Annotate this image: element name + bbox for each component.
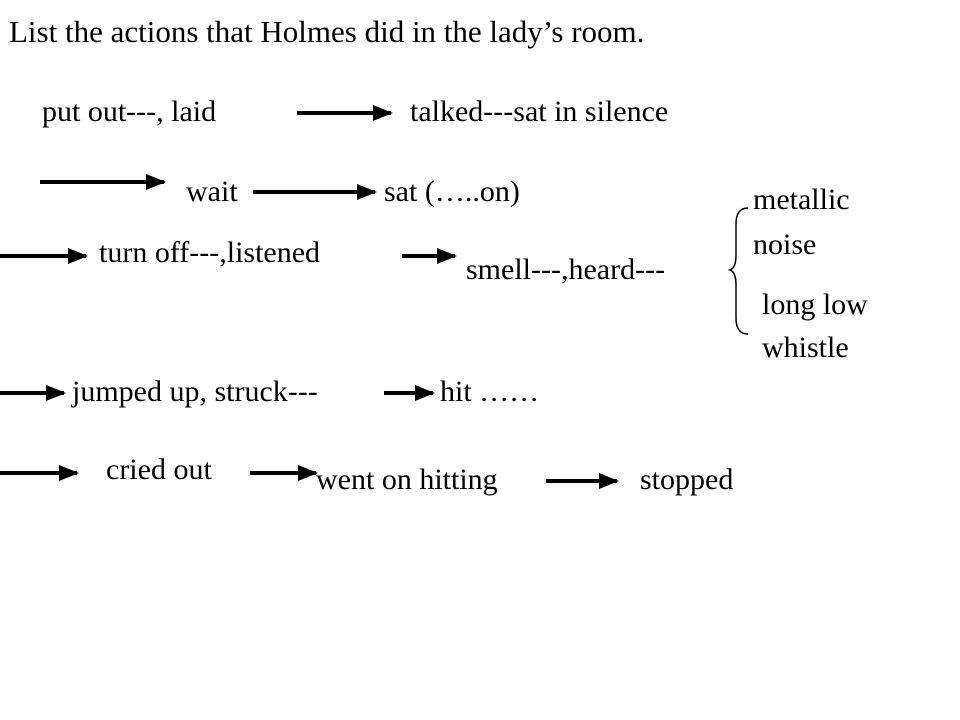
action-put-out-laid: put out---, laid — [42, 95, 217, 128]
action-jumped-up-struck: jumped up, struck--- — [72, 375, 318, 408]
sound-metallic: metallic — [753, 183, 850, 216]
action-talked-sat: talked---sat in silence — [410, 95, 669, 128]
curly-brace — [727, 207, 749, 335]
sound-noise: noise — [753, 228, 817, 261]
action-turn-off-listened: turn off---,listened — [99, 236, 321, 269]
sound-long-low: long low — [762, 288, 868, 321]
action-wait: wait — [186, 175, 238, 208]
slide-title: List the actions that Holmes did in the … — [9, 14, 645, 49]
action-sat-on: sat (…..on) — [384, 175, 520, 208]
action-hit: hit …… — [440, 375, 540, 408]
sound-whistle: whistle — [762, 331, 849, 364]
action-smell-heard: smell---,heard--- — [466, 253, 666, 286]
action-went-on-hitting: went on hitting — [316, 463, 498, 496]
action-cried-out: cried out — [106, 453, 212, 486]
action-stopped: stopped — [640, 463, 734, 496]
